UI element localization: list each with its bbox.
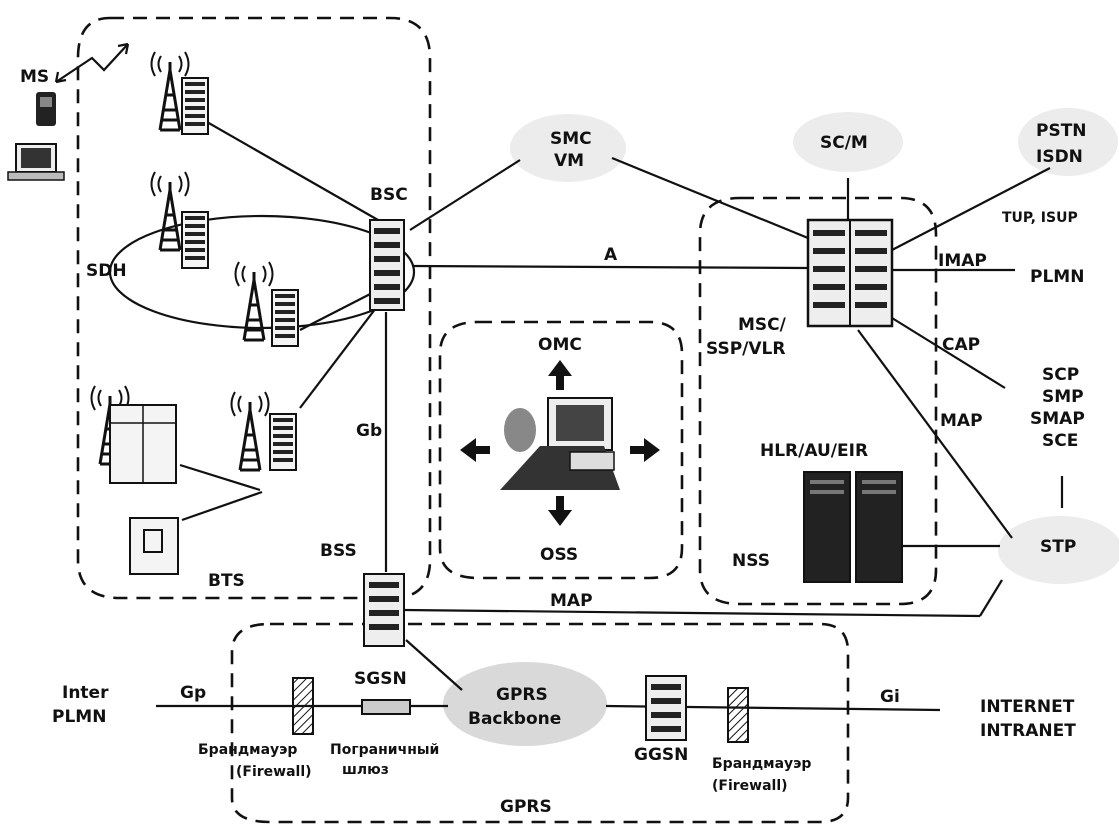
label-scp: SCP (1042, 365, 1079, 385)
arrow-down-icon (548, 496, 572, 526)
label-gb: Gb (356, 421, 382, 441)
label-nss: NSS (732, 551, 770, 571)
gprs-backbone-cloud (443, 662, 607, 746)
oss-region (438, 320, 684, 580)
bsc-rack-icon (369, 219, 405, 311)
label-internet: INTERNET (980, 697, 1075, 717)
label-smap: SMAP (1030, 409, 1085, 429)
label-imap: IMAP (938, 251, 987, 271)
sgsn-rack-icon (363, 573, 405, 647)
label-cap: CAP (942, 335, 980, 355)
sdh-ring (108, 214, 416, 330)
label-border-gateway-1: Пограничный (330, 742, 439, 758)
smc-cloud (510, 114, 626, 182)
bts-cabinet-icon (269, 413, 297, 471)
bts-cabinet-icon (271, 289, 299, 347)
label-ms: MS (20, 67, 49, 87)
label-smc: SMC (550, 129, 592, 149)
label-plmn: PLMN (1030, 267, 1084, 287)
label-bss: BSS (320, 541, 357, 561)
label-omc: OMC (538, 335, 582, 355)
label-sgsn: SGSN (354, 669, 407, 689)
label-firewall-1b: (Firewall) (236, 764, 312, 780)
bts-cabinet-icon (181, 77, 209, 135)
firewall-icon (292, 677, 314, 735)
label-sce: SCE (1042, 431, 1078, 451)
label-smp: SMP (1042, 387, 1084, 407)
label-msc: MSC/ (738, 315, 787, 335)
label-border-gateway-2: шлюз (342, 762, 389, 778)
stp-cloud (998, 516, 1119, 584)
mobile-phone-icon (36, 92, 56, 126)
arrow-up-icon (548, 360, 572, 390)
msc-rack-icon (806, 218, 894, 328)
label-sdh: SDH (86, 261, 127, 281)
ggsn-rack-icon (645, 675, 687, 741)
scm-cloud (793, 112, 903, 172)
label-oss: OSS (540, 545, 578, 565)
laptop-icon (7, 143, 65, 181)
label-ggsn: GGSN (634, 745, 688, 765)
nss-region (698, 196, 938, 606)
arrow-right-icon (630, 438, 660, 462)
firewall-icon (727, 687, 749, 743)
label-firewall-2a: Брандмауэр (712, 756, 811, 772)
label-map-bottom: MAP (550, 591, 593, 611)
label-a: A (604, 245, 618, 265)
label-intranet: INTRANET (980, 721, 1076, 741)
bts-box-icon (129, 517, 179, 575)
label-map-right: MAP (940, 411, 983, 431)
label-tup-isup: TUP, ISUP (1002, 210, 1078, 226)
oss-workstation-icon (500, 397, 620, 490)
label-gprs: GPRS (500, 797, 552, 817)
bts-cabinet-icon (181, 211, 209, 269)
label-stp: STP (1040, 537, 1076, 557)
label-bsc: BSC (370, 185, 408, 205)
label-ssp-vlr: SSP/VLR (706, 339, 785, 359)
label-gi: Gi (880, 687, 900, 707)
label-firewall-2b: (Firewall) (712, 778, 788, 794)
bts-cabinet-icon (109, 404, 177, 484)
border-gateway-icon (361, 699, 411, 715)
label-inter-plmn: PLMN (52, 707, 106, 727)
label-bts: BTS (208, 571, 245, 591)
arrow-left-icon (460, 438, 490, 462)
bts-tower-icon (230, 390, 270, 472)
label-pstn: PSTN (1036, 121, 1087, 141)
label-isdn: ISDN (1036, 147, 1083, 167)
label-firewall-1a: Брандмауэр (198, 742, 297, 758)
label-gprs-backbone-2: Backbone (468, 709, 561, 729)
label-vm: VM (554, 151, 584, 171)
label-inter: Inter (62, 683, 109, 703)
hlr-server-icon (803, 471, 903, 583)
label-hlr: HLR/AU/EIR (760, 441, 868, 461)
gprs-region (230, 622, 850, 824)
label-gp: Gp (180, 683, 206, 703)
label-gprs-backbone-1: GPRS (496, 685, 548, 705)
label-scm: SC/M (820, 133, 868, 153)
pstn-cloud (1018, 108, 1118, 176)
